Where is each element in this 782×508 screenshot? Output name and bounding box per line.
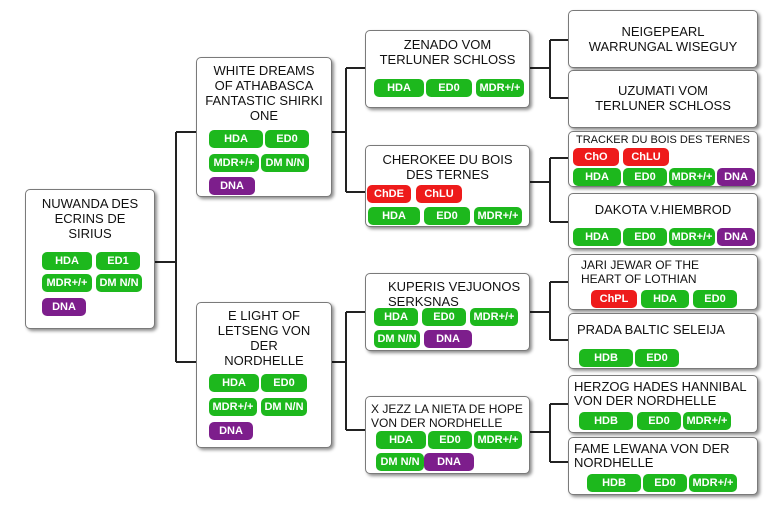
badge-hd: HDA: [368, 207, 420, 225]
badge-mdr: MDR+/+: [209, 398, 257, 416]
badge-ed: ED0: [637, 412, 681, 430]
badge-dna: DNA: [717, 168, 755, 186]
dog-card-dsd[interactable]: PRADA BALTIC SELEIJA HDB ED0: [568, 313, 758, 369]
dog-card-ssd[interactable]: UZUMATI VOM TERLUNER SCHLOSS: [568, 70, 758, 128]
badge-mdr: MDR+/+: [470, 308, 518, 326]
connector-dd: [530, 403, 568, 463]
badge-hd: HDB: [587, 474, 641, 492]
badge-dm: DM N/N: [261, 154, 309, 172]
badge-ed: ED0: [426, 79, 472, 97]
badge-mdr: MDR+/+: [669, 228, 715, 246]
badge-dna: DNA: [42, 298, 86, 316]
dog-name: X JEZZ LA NIETA DE HOPE VON DER NORDHELL…: [371, 402, 523, 430]
badge-champion-lu: ChLU: [416, 185, 462, 203]
badge-mdr: MDR+/+: [209, 154, 259, 172]
dog-card-sdd[interactable]: DAKOTA V.HIEMBROD HDA ED0 MDR+/+ DNA: [568, 193, 758, 249]
badge-hd: HDA: [573, 228, 621, 246]
badge-hd: HDA: [374, 308, 418, 326]
badge-ed: ED1: [96, 252, 140, 270]
dog-name: DAKOTA V.HIEMBROD: [594, 202, 732, 217]
dog-name: HERZOG HADES HANNIBAL VON DER NORDHELLE: [574, 379, 747, 408]
badge-ed: ED0: [623, 228, 667, 246]
badge-ed: ED0: [635, 349, 679, 367]
badge-dna: DNA: [424, 453, 474, 471]
badge-ed: ED0: [422, 308, 466, 326]
badge-mdr: MDR+/+: [689, 474, 737, 492]
badge-ed: ED0: [265, 130, 309, 148]
badge-mdr: MDR+/+: [476, 79, 524, 97]
badge-mdr: MDR+/+: [669, 168, 715, 186]
badge-hd: HDB: [579, 412, 633, 430]
connector-ds: [530, 281, 568, 341]
badge-mdr: MDR+/+: [474, 207, 522, 225]
connector-ss: [530, 39, 568, 99]
badge-ed: ED0: [261, 374, 307, 392]
dog-name: E LIGHT OF LETSENG VON DER NORDHELLE: [217, 308, 311, 368]
badge-ed: ED0: [693, 290, 737, 308]
badge-dm: DM N/N: [261, 398, 307, 416]
dog-card-sire-dam[interactable]: CHEROKEE DU BOIS DES TERNES ChDE ChLU HD…: [365, 145, 530, 227]
dog-name: ZENADO VOM TERLUNER SCHLOSS: [379, 37, 516, 67]
dog-card-dss[interactable]: JARI JEWAR OF THE HEART OF LOTHIAN ChPL …: [568, 254, 758, 310]
dog-card-dds[interactable]: HERZOG HADES HANNIBAL VON DER NORDHELLE …: [568, 375, 758, 433]
badge-ed: ED0: [643, 474, 687, 492]
dog-name: FAME LEWANA VON DER NORDHELLE: [574, 441, 730, 470]
connector-sire: [332, 67, 365, 193]
dog-card-sire[interactable]: WHITE DREAMS OF ATHABASCA FANTASTIC SHIR…: [196, 57, 332, 197]
badge-dna: DNA: [717, 228, 755, 246]
dog-name: CHEROKEE DU BOIS DES TERNES: [382, 152, 513, 182]
badge-champion-o: ChO: [573, 148, 619, 166]
dog-card-sds[interactable]: TRACKER DU BOIS DES TERNES ChO ChLU HDA …: [568, 131, 758, 187]
badge-hd: HDA: [374, 79, 424, 97]
badge-hd: HDA: [209, 130, 263, 148]
badge-ed: ED0: [424, 207, 470, 225]
badge-dm: DM N/N: [376, 453, 424, 471]
dog-name: WHITE DREAMS OF ATHABASCA FANTASTIC SHIR…: [205, 63, 323, 123]
badge-champion-lu: ChLU: [623, 148, 669, 166]
dog-name: TRACKER DU BOIS DES TERNES: [576, 134, 750, 146]
connector-dam: [332, 311, 365, 431]
dog-name: JARI JEWAR OF THE HEART OF LOTHIAN: [581, 258, 700, 286]
dog-card-sire-sire[interactable]: ZENADO VOM TERLUNER SCHLOSS HDA ED0 MDR+…: [365, 30, 530, 108]
badge-dm: DM N/N: [374, 330, 420, 348]
dog-card-dam-dam[interactable]: X JEZZ LA NIETA DE HOPE VON DER NORDHELL…: [365, 396, 530, 474]
badge-hd: HDB: [579, 349, 633, 367]
badge-hd: HDA: [573, 168, 621, 186]
connector-sd: [530, 157, 568, 223]
badge-hd: HDA: [42, 252, 92, 270]
badge-dna: DNA: [424, 330, 472, 348]
dog-card-dam-sire[interactable]: KUPERIS VEJUONOS SERKSNAS HDA ED0 MDR+/+…: [365, 273, 530, 351]
badge-dm: DM N/N: [96, 274, 142, 292]
badge-mdr: MDR+/+: [42, 274, 92, 292]
badge-ed: ED0: [623, 168, 667, 186]
badge-ed: ED0: [428, 431, 472, 449]
dog-card-sss[interactable]: NEIGEPEARL WARRUNGAL WISEGUY: [568, 10, 758, 68]
badge-mdr: MDR+/+: [683, 412, 731, 430]
dog-name: KUPERIS VEJUONOS SERKSNAS: [388, 279, 521, 309]
badge-mdr: MDR+/+: [474, 431, 522, 449]
badge-champion-pl: ChPL: [591, 290, 637, 308]
dog-card-subject[interactable]: NUWANDA DES ECRINS DE SIRIUS HDA ED1 MDR…: [25, 189, 155, 329]
dog-card-dam[interactable]: E LIGHT OF LETSENG VON DER NORDHELLE HDA…: [196, 302, 332, 448]
dog-name: NEIGEPEARL WARRUNGAL WISEGUY: [588, 24, 738, 54]
dog-card-ddd[interactable]: FAME LEWANA VON DER NORDHELLE HDB ED0 MD…: [568, 437, 758, 495]
badge-champion-de: ChDE: [367, 185, 411, 203]
badge-hd: HDA: [641, 290, 689, 308]
badge-hd: HDA: [209, 374, 259, 392]
dog-name: NUWANDA DES ECRINS DE SIRIUS: [41, 196, 139, 241]
badge-dna: DNA: [209, 422, 253, 440]
dog-name: PRADA BALTIC SELEIJA: [577, 322, 725, 337]
badge-dna: DNA: [209, 177, 255, 195]
connector-gen1: [155, 131, 196, 363]
dog-name: UZUMATI VOM TERLUNER SCHLOSS: [595, 83, 731, 113]
badge-hd: HDA: [376, 431, 426, 449]
